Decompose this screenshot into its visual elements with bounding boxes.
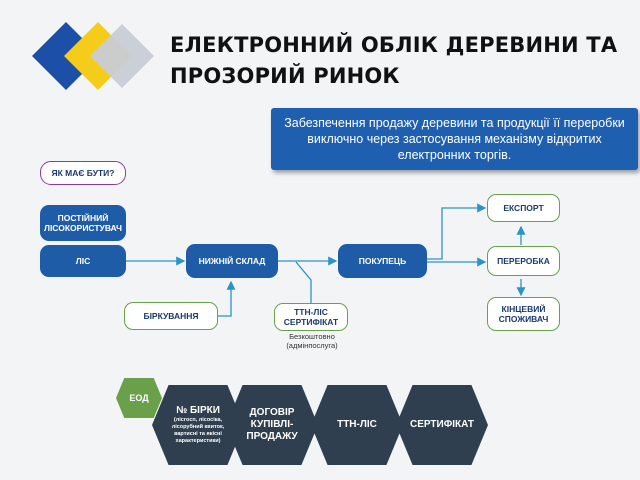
tagging-box: БІРКУВАННЯ (124, 302, 218, 330)
eod-step-contract: ДОГОВІР КУПІВЛІ-ПРОДАЖУ (226, 385, 318, 465)
ttn-certificate-box: ТТН-ЛІС СЕРТИФІКАТ (274, 303, 348, 331)
forest-box: ЛІС (40, 245, 126, 277)
logo (32, 22, 154, 90)
eod-step-ttn: ТТН-ЛІС (311, 385, 403, 465)
page-title: ЕЛЕКТРОННИЙ ОБЛІК ДЕРЕВИНИ ТА ПРОЗОРИЙ Р… (170, 30, 630, 92)
arrow-tagging-warehouse (218, 280, 236, 317)
arrow-ttn-line (295, 261, 312, 303)
title-line-2: ПРОЗОРИЙ РИНОК (170, 64, 400, 88)
arrow-buyer-export (427, 203, 487, 260)
eod-hex: ЕОД (116, 378, 162, 418)
warehouse-box: НИЖНІЙ СКЛАД (186, 244, 278, 278)
processing-box: ПЕРЕРОБКА (487, 246, 560, 276)
end-consumer-box: КІНЦЕВИЙ СПОЖИВАЧ (487, 297, 560, 331)
export-box: ЕКСПОРТ (487, 194, 560, 222)
question-box: ЯК МАЄ БУТИ? (40, 161, 126, 185)
free-service-note: Безкоштовно (адмінпослуга) (286, 332, 338, 350)
eod-step-certificate: СЕРТИФІКАТ (396, 385, 488, 465)
permanent-user-box: ПОСТІЙНИЙ ЛІСОКОРИСТУВАЧ (40, 205, 126, 241)
eod-step-1-sub: (лісгосп, лісосіка, лісорубний квиток, в… (171, 417, 225, 444)
callout-box: Забезпечення продажу деревини та продукц… (271, 108, 638, 170)
eod-step-1-title: № БІРКИ (176, 405, 220, 416)
buyer-box: ПОКУПЕЦЬ (338, 244, 427, 278)
title-line-1: ЕЛЕКТРОННИЙ ОБЛІК ДЕРЕВИНИ ТА (170, 33, 618, 57)
logo-grey-diamond (90, 24, 154, 88)
